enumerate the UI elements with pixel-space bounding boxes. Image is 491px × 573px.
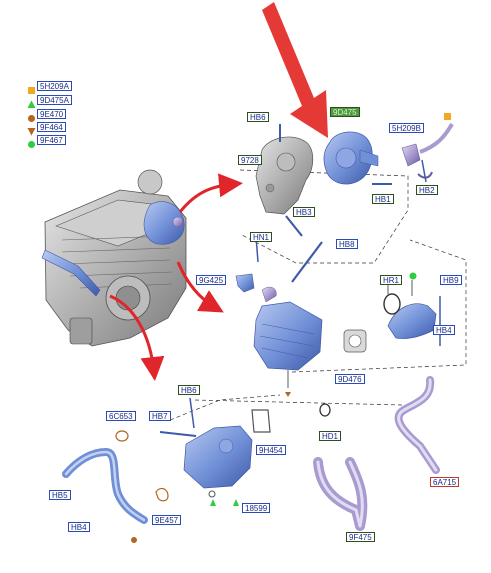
pump-housing [255,124,314,215]
cooler-body [253,286,323,397]
part-label-9h454: 9H454 [256,445,286,455]
tube-6a715 [394,376,440,474]
part-label-hb4-left: HB4 [68,522,90,532]
part-label-hb3: HB3 [293,207,315,217]
part-label-hb4-right: HB4 [433,325,455,335]
legend-code: 9F467 [37,135,66,145]
assembly-outline-dashed [169,169,467,421]
legend-code: 9E470 [37,109,67,119]
bracket-9g425 [235,273,255,293]
long-bolts [255,215,323,283]
part-label-hb8: HB8 [336,239,358,249]
part-label-hd1: HD1 [319,431,342,441]
water-outlet-housing [159,397,271,506]
part-label-hb2: HB2 [416,185,438,195]
egr-pipe-right [383,272,441,346]
part-label-hr1: HR1 [380,275,403,285]
flange-9d476 [343,329,367,353]
part-label-9d476: 9D476 [335,374,365,384]
turbocharger [323,131,392,185]
part-label-hb5: HB5 [49,490,71,500]
triangle-down-icon [27,123,36,136]
part-label-9728: 9728 [238,155,262,165]
square-icon [27,82,36,94]
part-label-9f475: 9F475 [346,532,375,542]
part-label-9e457: 9E457 [152,515,182,525]
part-label-hb6-bottom: HB6 [178,385,200,395]
part-label-hb1: HB1 [372,194,394,204]
downpipe-9f475 [313,457,368,531]
callout-arrows [109,173,243,381]
legend-code: 9F464 [37,122,66,132]
seal-hd1 [319,403,331,417]
part-label-hb7: HB7 [149,411,171,421]
legend-code: 9D475A [37,95,72,105]
part-label-hn1: HN1 [250,232,273,242]
part-label-18599: 18599 [242,503,271,513]
part-label-hb6: HB6 [247,112,269,122]
main-pointer-arrow [262,2,328,138]
part-label-9g425: 9G425 [196,275,227,285]
part-label-6c653: 6C653 [106,411,136,421]
triangle-up-icon [27,96,36,108]
circle-icon [27,136,36,148]
coolant-hose-left [62,430,169,543]
part-label-9d475: 9D475 [330,107,360,117]
part-label-hb9: HB9 [440,275,462,285]
part-label-5h209b: 5H209B [389,123,424,133]
part-label-6a715: 6A715 [430,477,460,487]
circle-icon [27,110,36,122]
legend-code: 5H209A [37,81,72,91]
engine-assembly [41,169,187,347]
actuator-5h209b [401,113,454,183]
